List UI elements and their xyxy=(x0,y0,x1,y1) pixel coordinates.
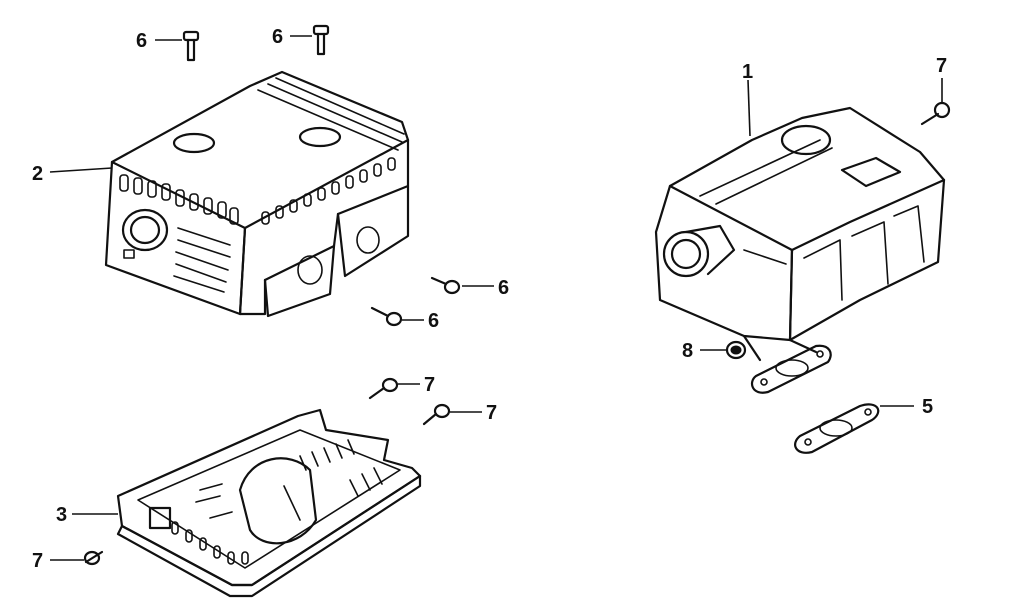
bolt-7-d xyxy=(920,101,951,126)
muffler-gasket xyxy=(794,403,880,454)
muffler-guard-plate xyxy=(116,408,422,598)
bolt-7-b xyxy=(422,403,451,426)
callout-7-bottom-left: 7 xyxy=(32,550,43,572)
bolt-6-d xyxy=(370,306,403,327)
callout-2: 2 xyxy=(32,163,43,185)
callout-6-top-left: 6 xyxy=(136,30,147,52)
bolt-6-c xyxy=(430,276,461,295)
bolt-7-a xyxy=(368,377,399,400)
leader-lines xyxy=(49,35,943,561)
nut xyxy=(725,340,747,360)
bolt-6-a xyxy=(182,30,200,62)
muffler-cover xyxy=(104,70,410,318)
callout-7-center-upper: 7 xyxy=(424,374,435,396)
callout-6-top-center: 6 xyxy=(272,26,283,48)
callout-8: 8 xyxy=(682,340,693,362)
muffler xyxy=(654,106,946,362)
callout-7-center-lower: 7 xyxy=(486,402,497,424)
callout-7-top-right: 7 xyxy=(936,55,947,77)
callout-6-right-lower: 6 xyxy=(428,310,439,332)
callout-1: 1 xyxy=(742,61,753,83)
bolt-6-b xyxy=(312,24,330,56)
callout-6-right-upper: 6 xyxy=(498,277,509,299)
callout-5: 5 xyxy=(922,396,933,418)
exhaust-flange xyxy=(750,344,832,394)
bolt-7-c xyxy=(83,550,104,566)
callout-3: 3 xyxy=(56,504,67,526)
